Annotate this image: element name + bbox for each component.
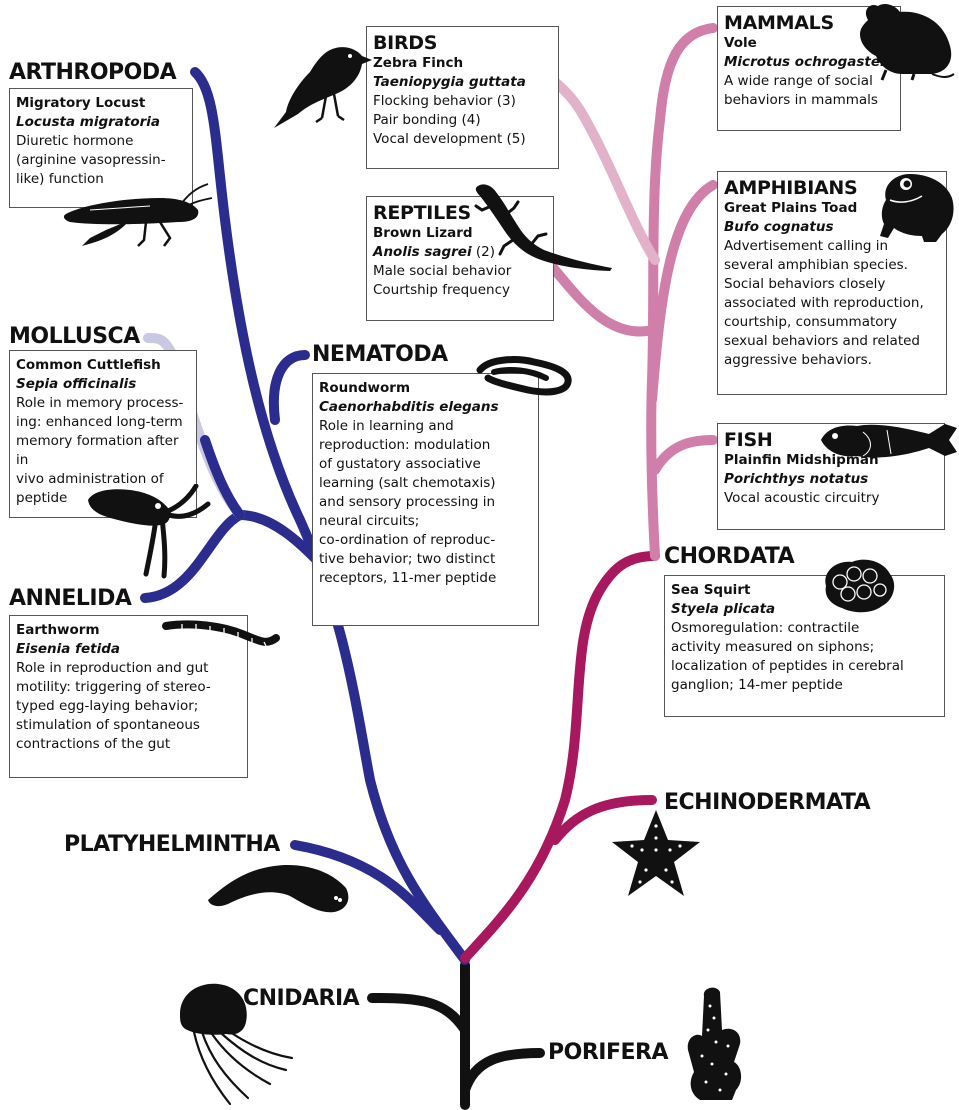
description-line: behaviors in mammals <box>724 91 894 110</box>
description-line: ganglion; 14-mer peptide <box>671 676 938 695</box>
description-line: associated with reproduction, <box>724 294 940 313</box>
earthworm-icon <box>162 616 282 656</box>
vole-icon <box>852 0 956 82</box>
description-line: Role in memory process- <box>16 394 190 413</box>
description-line: and sensory processing in <box>319 493 532 512</box>
description-line: Flocking behavior (3) <box>373 92 552 111</box>
scientific-name: Sepia officinalis <box>16 375 190 394</box>
cuttlefish-icon <box>84 484 212 580</box>
description-line: Courtship frequency <box>373 281 547 300</box>
description-line: contractions of the gut <box>16 735 241 754</box>
description-line: receptors, 11-mer peptide <box>319 569 532 588</box>
sponge-icon <box>682 986 752 1102</box>
lizard-icon <box>470 178 615 274</box>
branch-fish <box>655 440 713 470</box>
description-line: stimulation of spontaneous <box>16 716 241 735</box>
description-line: Pair bonding (4) <box>373 111 552 130</box>
scientific-name: Caenorhabditis elegans <box>319 398 532 417</box>
description-line: Role in reproduction and gut <box>16 659 241 678</box>
common-name: Common Cuttlefish <box>16 356 190 375</box>
description-line: motility: triggering of stereo- <box>16 678 241 697</box>
branch-nematoda <box>274 355 305 420</box>
box-chordata: Sea Squirt Styela plicata Osmoregulation… <box>664 575 945 717</box>
description-line: neural circuits; <box>319 512 532 531</box>
description-line: Osmoregulation: contractile <box>671 619 938 638</box>
jellyfish-icon <box>174 980 296 1108</box>
locust-icon <box>60 180 215 250</box>
description-line: of gustatory associative <box>319 455 532 474</box>
description-line: sexual behaviors and related <box>724 332 940 351</box>
flatworm-icon <box>204 860 354 916</box>
common-name: Migratory Locust <box>16 94 186 113</box>
label-mollusca: MOLLUSCA <box>9 324 140 349</box>
branch-porifera <box>465 1053 540 1090</box>
label-nematoda: NEMATODA <box>312 342 448 367</box>
label-chordata: CHORDATA <box>664 544 794 569</box>
description-line: Diuretic hormone <box>16 132 186 151</box>
description-line: (arginine vasopressin- <box>16 151 186 170</box>
fish-icon <box>817 418 959 464</box>
heading-birds: BIRDS <box>373 32 552 54</box>
description-line: co-ordination of reproduc- <box>319 531 532 550</box>
label-arthropoda: ARTHROPODA <box>9 60 176 85</box>
branch-amphibians <box>652 185 713 400</box>
box-nematoda: Roundworm Caenorhabditis elegans Role in… <box>312 373 539 626</box>
description-line: Vocal development (5) <box>373 130 552 149</box>
common-name: Zebra Finch <box>373 54 552 73</box>
description-line: Social behaviors closely <box>724 275 940 294</box>
toad-icon <box>876 170 956 246</box>
description-line: localization of peptides in cerebral <box>671 657 938 676</box>
label-platyhelmintha: PLATYHELMINTHA <box>64 832 280 857</box>
description-line: typed egg-laying behavior; <box>16 697 241 716</box>
description-line: aggressive behaviors. <box>724 351 940 370</box>
description-line: learning (salt chemotaxis) <box>319 474 532 493</box>
label-annelida: ANNELIDA <box>9 586 131 611</box>
description-line: reproduction: modulation <box>319 436 532 455</box>
label-porifera: PORIFERA <box>548 1040 668 1065</box>
description-line: tive behavior; two distinct <box>319 550 532 569</box>
scientific-name: Locusta migratoria <box>16 113 186 132</box>
description-line: ing: enhanced long-term <box>16 413 190 432</box>
finch-icon <box>268 40 376 132</box>
description-line: memory formation after in <box>16 432 190 470</box>
sea-squirt-icon <box>818 556 898 616</box>
description-line: activity measured on siphons; <box>671 638 938 657</box>
scientific-name: Porichthys notatus <box>724 470 938 489</box>
description-line: Vocal acoustic circuitry <box>724 489 938 508</box>
box-birds: BIRDS Zebra Finch Taeniopygia guttata Fl… <box>366 26 559 169</box>
starfish-icon <box>610 808 702 900</box>
description-line: Role in learning and <box>319 417 532 436</box>
scientific-name: Anolis sagrei <box>373 244 472 260</box>
description-line: courtship, consummatory <box>724 313 940 332</box>
branch-cnidaria <box>372 998 465 1030</box>
roundworm-icon <box>470 352 575 398</box>
description-line: several amphibian species. <box>724 256 940 275</box>
scientific-name: Taeniopygia guttata <box>373 73 552 92</box>
